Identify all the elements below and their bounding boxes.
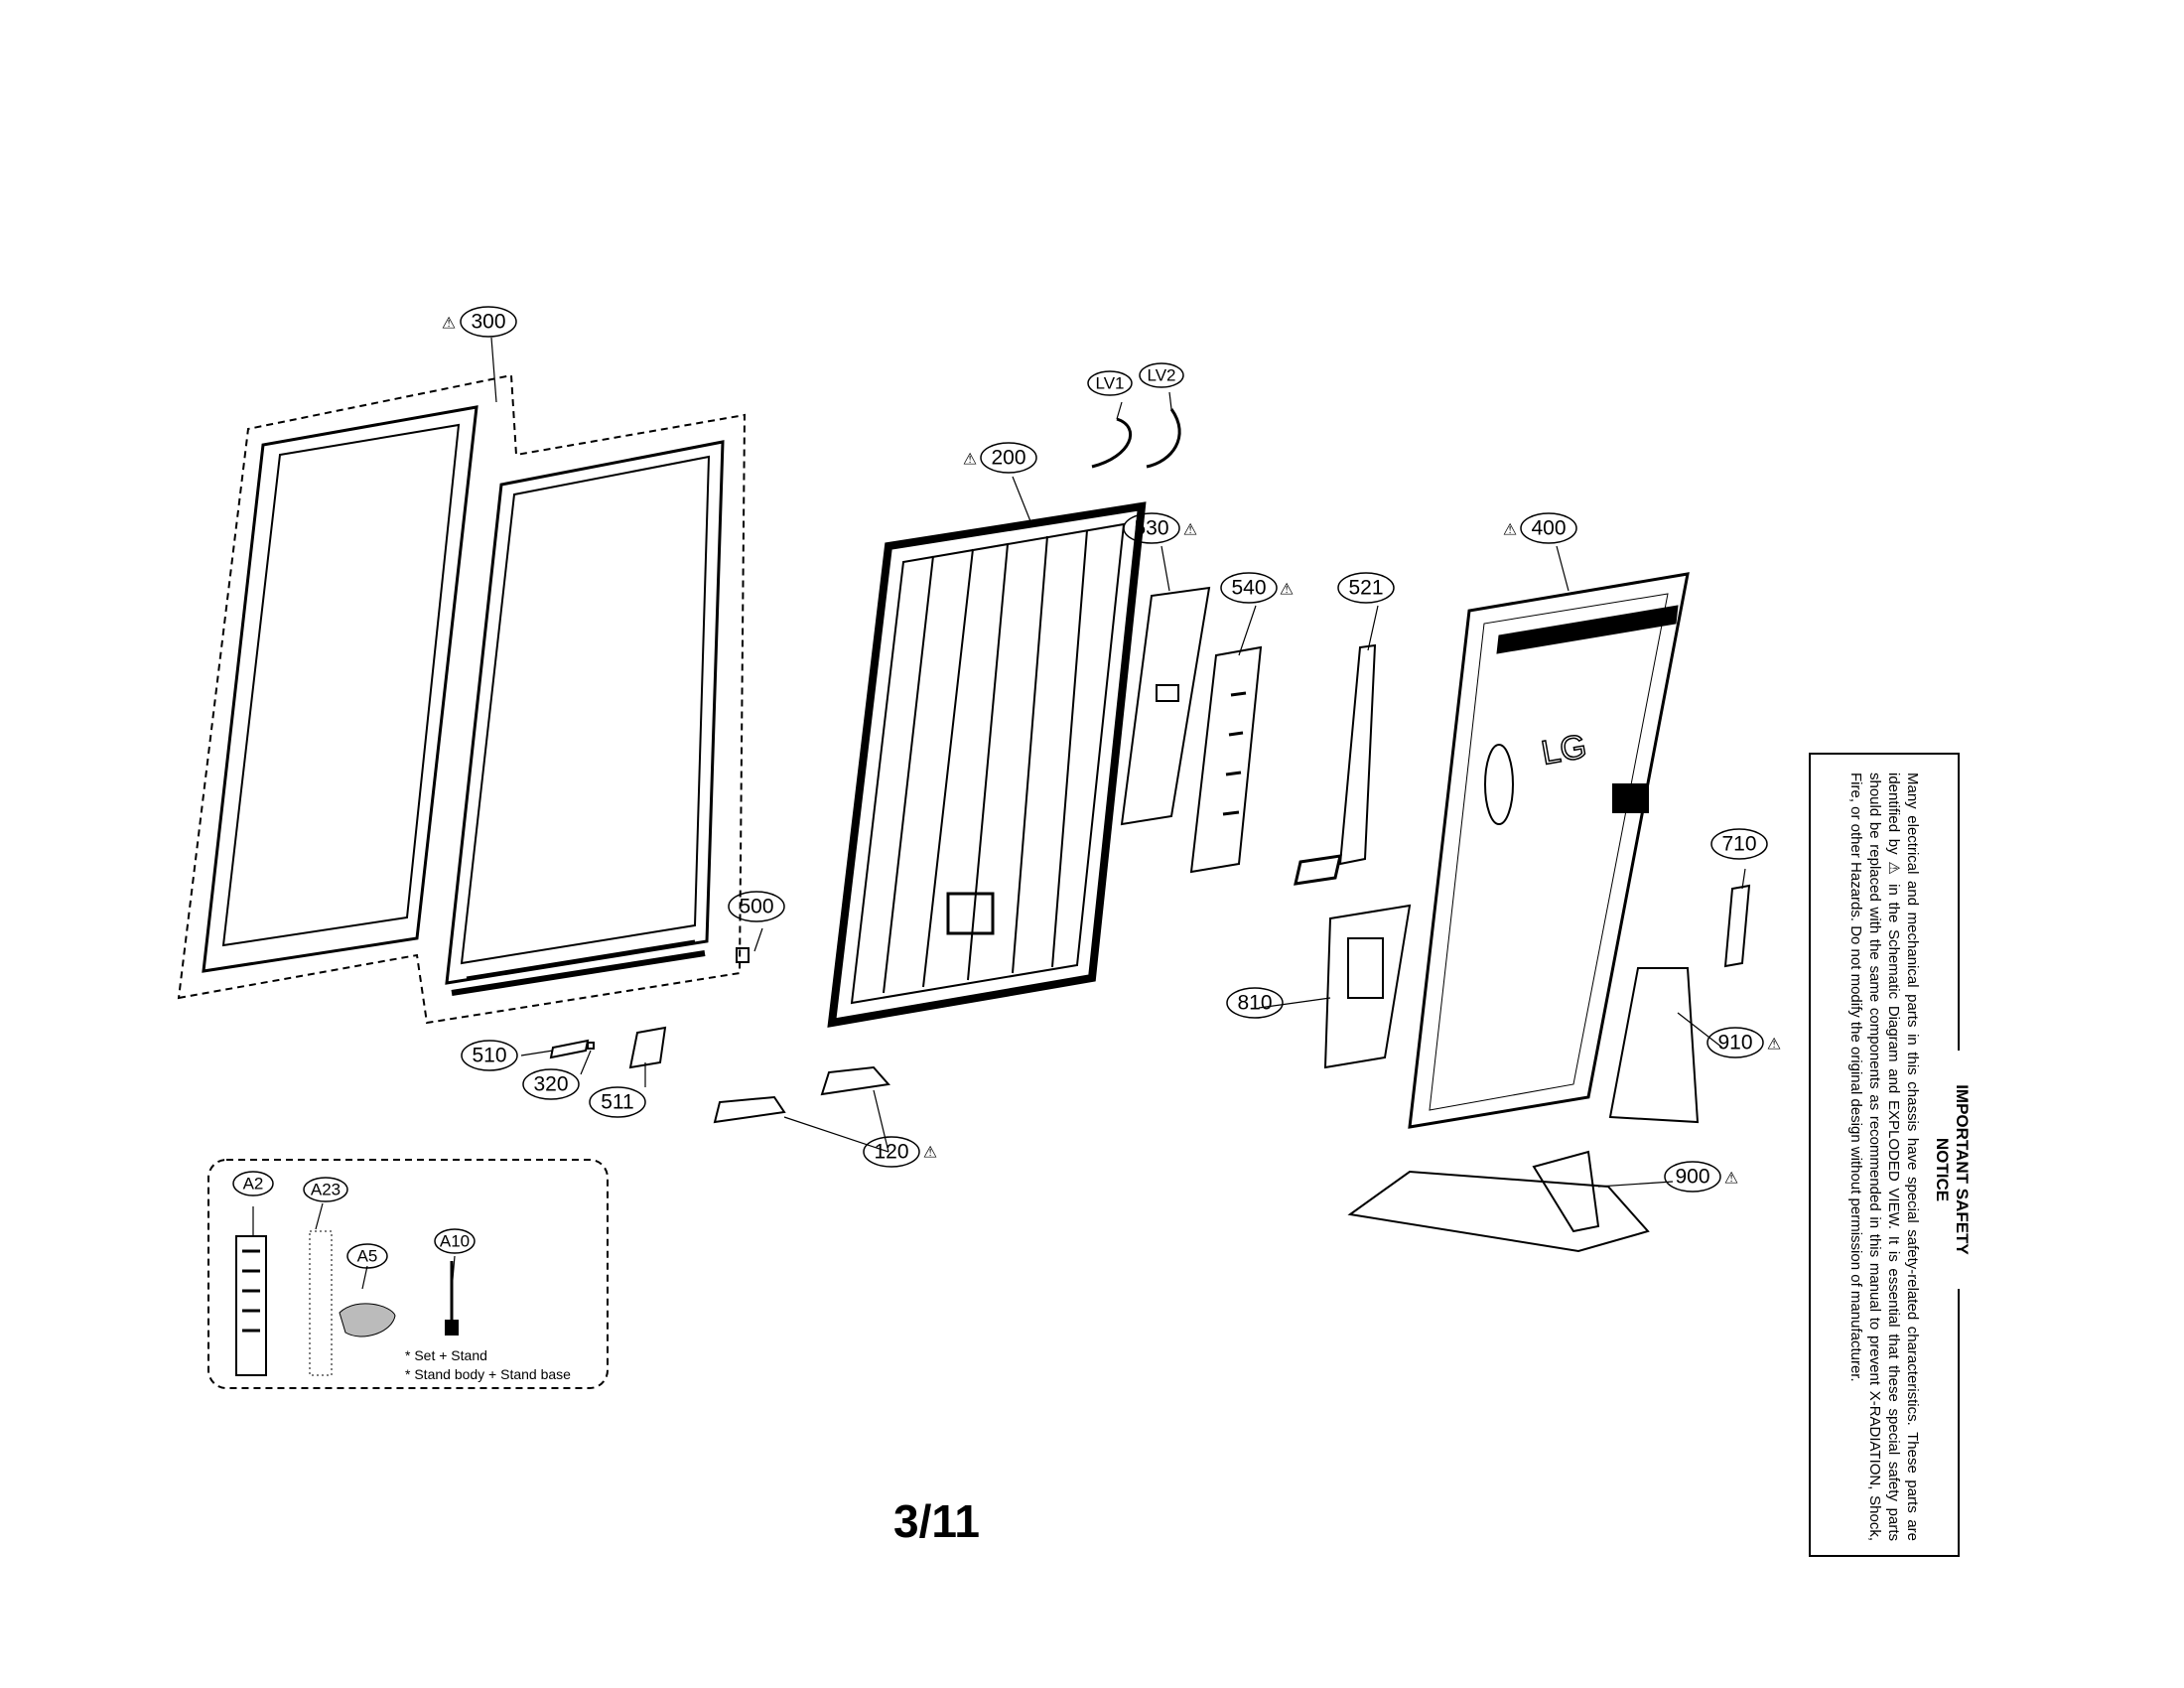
part-900-stand-base	[1347, 1150, 1650, 1253]
part-400-back-cover: LG	[1408, 572, 1690, 1129]
warning-icon: ⚠	[1724, 1169, 1738, 1188]
warning-icon: ⚠	[1280, 580, 1294, 599]
warning-icon: ⚠	[1885, 861, 1903, 878]
accessory-note-2: * Stand body + Stand base	[405, 1366, 571, 1382]
part-540-main-board	[1189, 645, 1263, 874]
callout-a10: A10	[440, 1232, 470, 1251]
warning-icon: ⚠	[1503, 520, 1517, 539]
callout-320: 320	[533, 1073, 568, 1096]
part-910-stand-cover	[1608, 967, 1700, 1124]
part-710-board	[1723, 884, 1751, 968]
safety-warning-marks: ⚠ ⚠ ⚠ ⚠ ⚠ ⚠ ⚠ ⚠	[442, 314, 1781, 1188]
callout-500: 500	[739, 896, 773, 918]
safety-notice-text: Many electrical and mechanical parts in …	[1846, 773, 1922, 1541]
callout-810: 810	[1237, 992, 1272, 1015]
callout-120: 120	[874, 1141, 908, 1164]
callout-710: 710	[1721, 833, 1756, 856]
callout-a2: A2	[243, 1175, 264, 1194]
part-530-power-board	[1120, 586, 1211, 826]
callout-400: 400	[1531, 517, 1566, 540]
callout-300: 300	[471, 311, 505, 334]
safety-notice-box: IMPORTANT SAFETY NOTICE Many electrical …	[1809, 753, 1972, 1557]
callout-a23: A23	[311, 1181, 341, 1199]
leader-lines	[252, 337, 1746, 1292]
lg-logo: LG	[1539, 728, 1589, 773]
callout-labels: 300 200 530 540 521 400 500 510 320 511 …	[243, 311, 1757, 1266]
warning-icon: ⚠	[1183, 520, 1197, 539]
safety-notice-title: IMPORTANT SAFETY NOTICE	[1932, 1051, 1972, 1289]
part-810-bracket	[1323, 904, 1412, 1069]
part-300-front-bezel	[177, 373, 747, 1025]
warning-icon: ⚠	[442, 314, 456, 333]
callout-540: 540	[1231, 577, 1266, 600]
part-small-components	[549, 947, 890, 1124]
callout-900: 900	[1675, 1166, 1709, 1189]
callout-530: 530	[1134, 517, 1168, 540]
part-200-lcd-panel	[827, 501, 1147, 1028]
part-521-board	[1294, 643, 1377, 886]
callout-bubbles	[232, 306, 1768, 1269]
warning-icon: ⚠	[963, 450, 977, 469]
page-number: 3/11	[893, 1495, 980, 1547]
callout-lv2: LV2	[1148, 366, 1176, 385]
accessory-note-1: * Set + Stand	[405, 1347, 487, 1363]
warning-icon: ⚠	[923, 1143, 937, 1162]
safety-text-part-2: in the Schematic Diagram and EXPLODED VI…	[1847, 773, 1902, 1542]
part-lv-cables	[1091, 408, 1181, 469]
callout-200: 200	[991, 447, 1025, 470]
callout-511: 511	[601, 1091, 633, 1114]
callout-910: 910	[1717, 1032, 1752, 1055]
warning-icon: ⚠	[1767, 1035, 1781, 1054]
callout-510: 510	[472, 1045, 506, 1067]
callout-lv1: LV1	[1096, 374, 1125, 393]
callout-a5: A5	[357, 1247, 378, 1266]
callout-521: 521	[1348, 577, 1383, 600]
accessory-box	[207, 1159, 609, 1389]
